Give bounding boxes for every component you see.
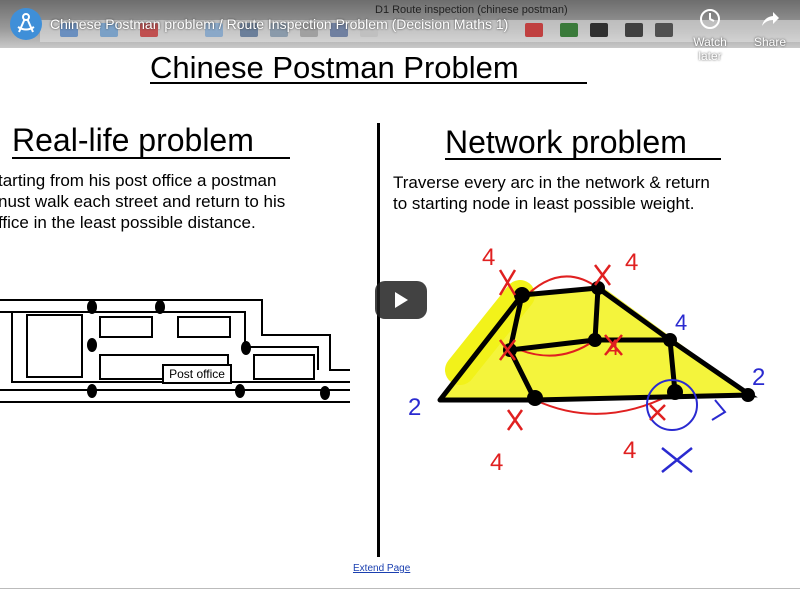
node <box>155 300 165 314</box>
node <box>87 300 97 314</box>
toolbar-icon <box>60 23 78 37</box>
network-diagram: 4 4 4 4 4 4 2 2 <box>408 244 765 476</box>
node <box>591 281 605 295</box>
toolbar-icon <box>560 23 578 37</box>
toolbar-icon <box>270 23 288 37</box>
toolbar-icon <box>525 23 543 37</box>
weight-annotation: 2 <box>752 364 765 391</box>
toolbar-icon <box>590 23 608 37</box>
toolbar-icon <box>330 23 348 37</box>
share-arrow-icon <box>750 8 790 35</box>
share-button[interactable]: Share <box>750 8 790 49</box>
node <box>235 384 245 398</box>
node <box>320 386 330 400</box>
left-description-line: ffice in the least possible distance. <box>0 213 256 232</box>
toolbar-icon <box>655 23 673 37</box>
extend-page-link[interactable]: Extend Page <box>353 563 411 574</box>
toolbar-icon <box>240 23 258 37</box>
node <box>663 333 677 347</box>
clock-icon <box>680 8 740 35</box>
node <box>241 341 251 355</box>
weight-annotation: 4 <box>490 449 503 476</box>
right-description-line: Traverse every arc in the network & retu… <box>393 173 710 192</box>
share-label: Share <box>753 35 787 49</box>
channel-logo[interactable] <box>10 8 42 40</box>
node <box>588 333 602 347</box>
column-divider <box>377 123 380 557</box>
left-description: tarting from his post office a postman n… <box>0 170 285 233</box>
node <box>527 390 543 406</box>
left-heading: Real-life problem <box>12 122 254 158</box>
play-button[interactable] <box>375 281 427 319</box>
toolbar-icon <box>140 23 158 37</box>
weight-annotation: 4 <box>607 335 619 360</box>
toolbar-icon <box>300 23 318 37</box>
left-description-line: tarting from his post office a postman <box>0 171 277 190</box>
bottom-rule <box>0 588 800 589</box>
node <box>667 384 683 400</box>
compass-icon <box>17 13 35 33</box>
post-office-label: Post office <box>169 367 225 381</box>
right-description-line: to starting node in least possible weigh… <box>393 194 695 213</box>
watch-later-button[interactable]: Watch later <box>680 8 740 63</box>
node <box>741 388 755 402</box>
weight-annotation: 4 <box>482 244 495 271</box>
node <box>87 384 97 398</box>
toolbar-icon <box>100 23 118 37</box>
right-heading-underline <box>445 158 721 160</box>
weight-annotation: 4 <box>623 437 636 464</box>
node <box>87 338 97 352</box>
play-icon <box>395 292 408 308</box>
smartboard-toolbar <box>40 20 800 42</box>
watch-later-label: Watch later <box>693 35 727 63</box>
post-office-box: Post office <box>162 364 232 384</box>
left-description-line: nust walk each street and return to his <box>0 192 286 211</box>
node <box>514 287 530 303</box>
video-title[interactable]: Chinese Postman problem / Route Inspecti… <box>50 16 509 32</box>
right-heading: Network problem <box>445 124 687 160</box>
right-description: Traverse every arc in the network & retu… <box>393 172 710 214</box>
weight-annotation: 4 <box>625 249 638 276</box>
street-map-diagram <box>0 299 350 403</box>
left-heading-underline <box>12 157 290 159</box>
toolbar-icon <box>625 23 643 37</box>
file-title: D1 Route inspection (chinese postman) <box>375 4 568 16</box>
node <box>503 343 517 357</box>
toolbar-icon <box>360 23 378 37</box>
slide-title: Chinese Postman Problem <box>150 50 519 85</box>
toolbar-icon <box>205 23 223 37</box>
weight-annotation: 2 <box>408 394 421 421</box>
weight-annotation: 4 <box>675 310 687 335</box>
title-underline <box>150 82 587 84</box>
